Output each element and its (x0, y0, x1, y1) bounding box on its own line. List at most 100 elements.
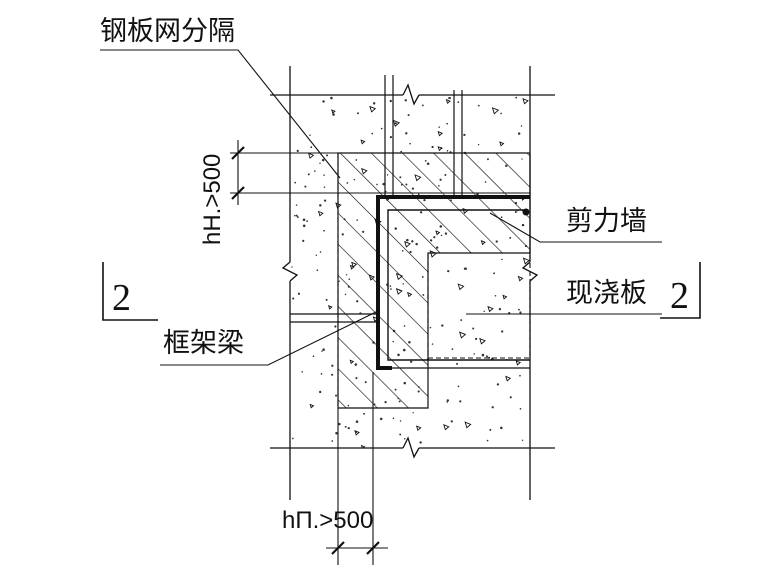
rebar-lines (290, 75, 530, 370)
section-mark-left (102, 262, 158, 321)
aggregate-dot (302, 239, 305, 242)
horizontal-dimension-label: hП.>500 (282, 507, 373, 534)
aggregate-dot (404, 438, 406, 440)
aggregate-triangle (464, 421, 472, 429)
aggregate-dot (321, 350, 323, 352)
aggregate-triangle (457, 283, 465, 291)
aggregate-triangle (443, 423, 450, 431)
aggregate-dot (519, 311, 522, 314)
aggregate-dot (446, 149, 449, 152)
aggregate-dot (438, 126, 441, 128)
aggregate-triangle (415, 425, 422, 431)
section-mark-right (660, 262, 701, 319)
aggregate-dot (318, 390, 322, 394)
aggregate-dot (441, 324, 444, 327)
aggregate-dot (456, 362, 459, 365)
shear-wall-label: 剪力墙 (566, 206, 647, 237)
aggregate-dot (331, 440, 334, 442)
aggregate-dot (379, 417, 383, 421)
aggregate-dot (464, 267, 468, 270)
aggregate-triangle (522, 257, 530, 265)
frame-beam-label: 框架梁 (163, 328, 244, 359)
aggregate-dot (331, 364, 334, 367)
shear-wall-hatch (337, 152, 531, 409)
aggregate-dot (431, 343, 434, 345)
aggregate-dot (372, 102, 376, 105)
aggregate-dot (356, 112, 359, 115)
aggregate-dot (491, 406, 494, 409)
aggregate-triangle (360, 444, 366, 448)
aggregate-dot (301, 371, 303, 373)
aggregate-dot (446, 399, 450, 402)
vertical-dimension-label: hH.>500 (199, 154, 226, 245)
aggregate-dot (316, 269, 319, 272)
aggregate-dot (412, 412, 414, 414)
aggregate-dot (447, 269, 450, 273)
aggregate-triangle (499, 141, 505, 147)
aggregate-dot (477, 104, 480, 107)
aggregate-dot (347, 426, 350, 430)
aggregate-dot (394, 122, 397, 125)
aggregate-dot (294, 181, 297, 184)
aggregate-dot (389, 99, 392, 103)
aggregate-dot (321, 158, 325, 162)
aggregate-dot (292, 297, 295, 300)
aggregate-dot (493, 272, 496, 275)
aggregate-dot (320, 372, 323, 375)
aggregate-dot (322, 348, 325, 351)
aggregate-dot (457, 385, 460, 388)
aggregate-triangle (354, 430, 360, 436)
aggregate-triangle (309, 403, 315, 409)
aggregate-dot (500, 426, 503, 430)
aggregate-dot (400, 150, 403, 153)
aggregate-dot (496, 383, 500, 386)
aggregate-dot (474, 337, 478, 341)
aggregate-dot (405, 132, 408, 135)
aggregate-triangle (437, 130, 443, 137)
aggregate-dot (404, 99, 407, 102)
aggregate-dot (325, 298, 328, 301)
aggregate-dot (486, 439, 489, 442)
aggregate-dot (450, 420, 453, 423)
aggregate-dot (297, 292, 301, 295)
aggregate-dot (501, 258, 503, 261)
aggregate-dot (399, 420, 402, 422)
aggregate-dot (295, 214, 298, 217)
aggregate-dot (344, 425, 347, 428)
aggregate-dot (483, 310, 485, 313)
aggregate-dot (292, 437, 294, 440)
cast-slab-outline (337, 153, 531, 408)
aggregate-dot (409, 142, 411, 145)
aggregate-triangle (515, 360, 522, 366)
aggregate-dot (459, 400, 462, 403)
concrete-block (270, 66, 555, 500)
aggregate-dot (314, 170, 316, 172)
aggregate-dot (355, 431, 357, 434)
aggregate-dot (294, 215, 296, 217)
aggregate-dot (306, 220, 309, 223)
aggregate-dot (323, 229, 325, 232)
aggregate-dot (431, 145, 434, 149)
aggregate-triangle (491, 107, 500, 115)
aggregate-dot (302, 218, 306, 222)
aggregate-dot (330, 96, 333, 100)
aggregate-dot (460, 319, 463, 321)
aggregate-dot (463, 133, 466, 137)
aggregate-triangle (458, 331, 467, 339)
aggregate-dot (446, 122, 448, 125)
aggregate-dot (380, 127, 383, 130)
aggregate-triangle (522, 98, 529, 105)
vertical-dimension (230, 140, 530, 205)
aggregate-dot (296, 149, 299, 153)
aggregate-dot (498, 307, 502, 311)
aggregate-dot (446, 401, 448, 403)
aggregate-dot (448, 97, 450, 99)
aggregate-dot (500, 112, 502, 115)
aggregate-triangle (331, 109, 336, 114)
aggregate-dot (323, 199, 327, 202)
aggregate-triangle (517, 275, 524, 282)
aggregate-dot (407, 114, 410, 117)
aggregate-dot (501, 330, 504, 333)
aggregate-dot (334, 325, 337, 328)
